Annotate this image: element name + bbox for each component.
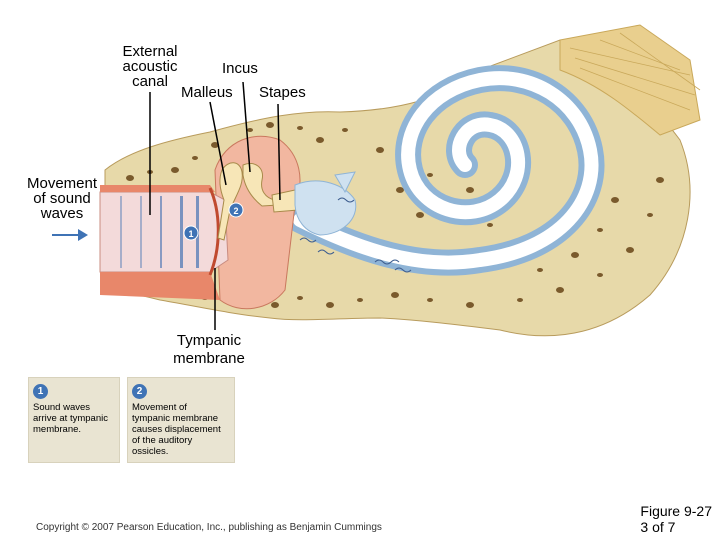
canal-wall-upper <box>100 185 215 192</box>
cochlea-inner <box>293 71 599 270</box>
malleus-bone <box>217 162 243 241</box>
semicircular-canal-stub <box>334 171 356 194</box>
label-incus: Incus <box>222 60 258 77</box>
step-1-badge: 1 <box>33 384 48 399</box>
leader-line-stapes <box>277 103 281 201</box>
marker-2: 2 <box>228 202 244 218</box>
incus-bone <box>242 163 279 207</box>
label-stapes: Stapes <box>259 84 306 101</box>
marker-2-text: 2 <box>233 206 238 216</box>
step-1-box: 1 Sound waves arrive at tympanic membran… <box>28 377 120 463</box>
label-movement-of-sound-waves: Movement of sound waves <box>26 175 98 222</box>
step-1-text: Sound waves arrive at tympanic membrane. <box>33 402 108 435</box>
label-tympanic-membrane: Tympanic membrane <box>173 332 245 367</box>
marker-1-text: 1 <box>188 229 193 239</box>
fluid-wave-marks <box>299 197 412 273</box>
oval-window-region <box>294 180 357 236</box>
sound-direction-arrow <box>52 229 88 241</box>
copyright-notice: Copyright © 2007 Pearson Education, Inc.… <box>36 522 382 533</box>
cochlear-nerve <box>559 24 701 136</box>
step-2-badge: 2 <box>132 384 147 399</box>
figure-caption: Figure 9-27 3 of 7 <box>640 503 712 535</box>
leader-line-malleus <box>209 101 227 186</box>
external-acoustic-canal <box>99 191 229 273</box>
tympanic-membrane-shape <box>208 187 220 276</box>
leader-line-incus <box>242 81 251 173</box>
label-external-acoustic-canal: External acoustic canal <box>122 43 178 90</box>
figure-number: Figure 9-27 <box>640 503 712 519</box>
marker-1: 1 <box>183 225 199 241</box>
step-2-text: Movement of tympanic membrane causes dis… <box>132 402 221 457</box>
nerve-fiber-lines <box>569 32 701 111</box>
canal-wall-lower <box>100 272 220 300</box>
label-malleus: Malleus <box>181 84 233 101</box>
step-2-box: 2 Movement of tympanic membrane causes d… <box>127 377 235 463</box>
figure-page: 3 of 7 <box>640 519 676 535</box>
